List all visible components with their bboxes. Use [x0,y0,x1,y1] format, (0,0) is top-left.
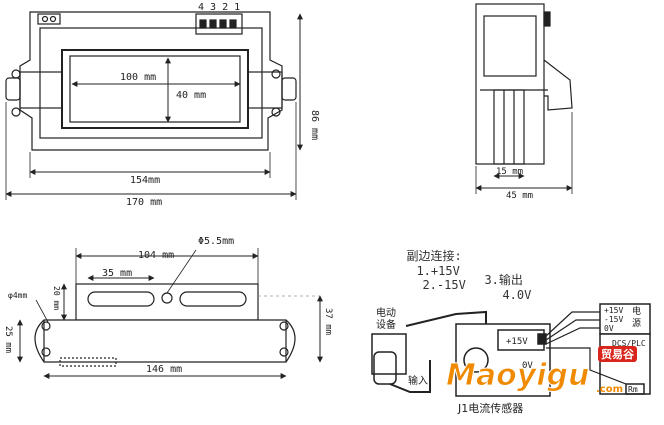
base-view [17,248,323,379]
watermark-cn: 贸易谷 [598,346,637,362]
dim-hole-label: Φ5.5mm [198,236,234,247]
terminal-block-icon [195,13,243,35]
supply-label-1: 电 [632,305,641,317]
mount-hole-icon [279,321,289,331]
mount-hole-icon [41,321,51,331]
input-label: 输入 [408,374,428,387]
motor-icon [371,333,407,375]
dim-35-label: 35 mm [102,268,132,279]
supply-plus-label: +15V [604,306,623,315]
screw-icon [271,69,281,79]
dcs-label: DCS/PLC [612,339,646,348]
dim-170-label: 170 mm [126,197,162,208]
watermark-com: .com [596,384,624,395]
dim-40-label: 40 mm [176,90,206,101]
connection-pin-1: 1.+15V [416,264,460,278]
connection-pin-3: 3.输出 [484,273,523,287]
dim-25-label: 25 mm [3,326,13,353]
side-view [475,3,573,194]
front-view [5,11,303,200]
mount-hole-icon [279,347,289,357]
dim-86-label: 86 mm [309,110,320,140]
dim-45-label: 45 mm [506,191,533,201]
connection-pin-2: 2.-15V [422,278,466,292]
supply-zero-label: 0V [604,324,614,333]
supply-minus-label: -15V [604,315,623,324]
watermark-logo: 贸易谷 Maoyigu .com [445,346,656,398]
equipment-label-2: 设备 [376,318,396,331]
rm-label: Rm [628,385,638,394]
dim-phi4-label: φ4mm [8,291,27,300]
mount-hole-icon [41,347,51,357]
dim-20-label: 20 mm [52,286,61,310]
terminal-screws-icon [37,13,61,25]
zero-v-label: 0V [522,361,533,371]
screw-icon [11,69,21,79]
power-supply-box [599,303,651,335]
dim-37-label: 37 mm [323,308,333,335]
sensor-body [455,323,551,397]
dim-100-label: 100 mm [120,72,156,83]
equipment-label-1: 电动 [376,306,396,319]
pin-numbers: 4 3 2 1 [198,2,240,13]
wiring-diagram [371,303,651,397]
dim-146-label: 146 mm [146,364,182,375]
plus15-label: +15V [506,337,528,347]
dim-154-label: 154mm [130,175,160,186]
connection-title: 副边连接: [406,249,462,263]
connection-pin-4: 4.0V [502,288,532,302]
sensor-label: J1电流传感器 [457,401,523,415]
watermark-en: Maoyigu [445,358,590,394]
dim-104-label: 104 mm [138,250,174,261]
screw-icon [11,107,21,117]
dim-15-label: 15 mm [496,167,523,177]
supply-label-2: 源 [632,318,641,329]
